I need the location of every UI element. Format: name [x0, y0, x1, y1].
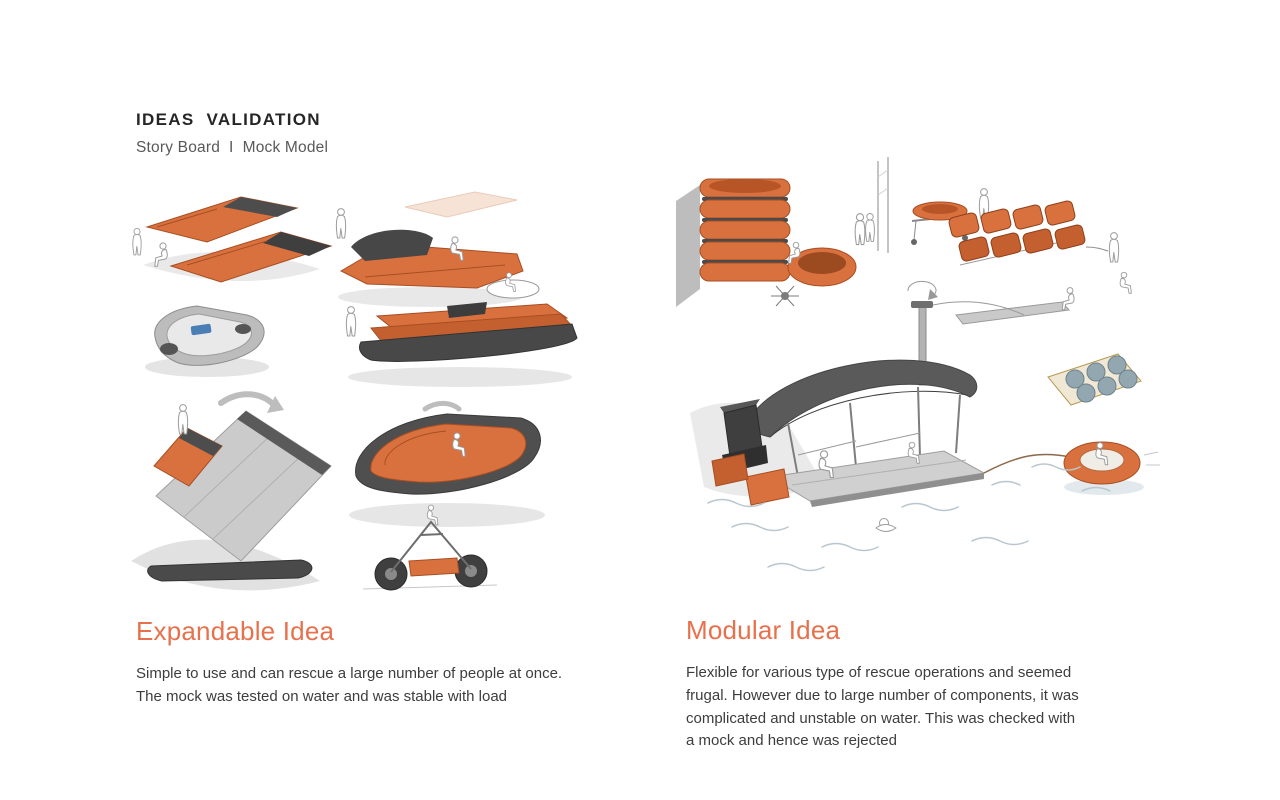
fan-base-sketch — [771, 285, 799, 307]
module-grid-sketch — [948, 200, 1132, 294]
modular-idea-description: Flexible for various type of rescue oper… — [686, 664, 1079, 750]
raft-stack-sketch — [676, 178, 791, 307]
page-header: IDEAS VALIDATION Story Board I Mock Mode… — [136, 110, 328, 157]
modular-idea-sketch — [676, 157, 1160, 572]
wheeled-cart-sketch — [362, 504, 498, 591]
mounting-post-sketch — [907, 280, 1025, 386]
bowl-tray-sketch — [1047, 353, 1142, 406]
faint-boat-outline-sketch — [404, 191, 518, 218]
stacked-deck-boat-sketch — [345, 302, 578, 387]
open-raft-bowl-sketch — [787, 241, 857, 287]
doorway-figures-sketch — [854, 157, 889, 253]
gray-mock-boat-sketch — [145, 305, 269, 377]
water-lines-sketch — [707, 463, 1111, 572]
page-title: IDEAS VALIDATION — [136, 110, 321, 129]
tow-rope-life-raft-sketch — [983, 441, 1160, 495]
expandable-idea-section: Expandable Idea Simple to use and can re… — [125, 165, 595, 709]
expandable-idea-heading: Expandable Idea — [136, 616, 335, 646]
expandable-idea-description: Simple to use and can rescue a large num… — [136, 665, 563, 705]
folded-boats-sketch — [132, 196, 347, 283]
canopy-assembly-sketch — [690, 359, 986, 532]
plank-figure-sketch — [955, 287, 1075, 325]
canopy-catamaran-sketch — [338, 229, 540, 307]
page-subtitle: Story Board I Mock Model — [136, 139, 329, 156]
trolley-raft-sketch — [911, 188, 990, 245]
modular-idea-section: Modular Idea Flexible for various type o… — [672, 155, 1178, 753]
expanded-raft-sketch — [131, 391, 332, 591]
inflatable-boat-sketch — [349, 400, 545, 527]
expandable-idea-sketch — [131, 191, 578, 591]
modular-idea-heading: Modular Idea — [686, 615, 841, 645]
